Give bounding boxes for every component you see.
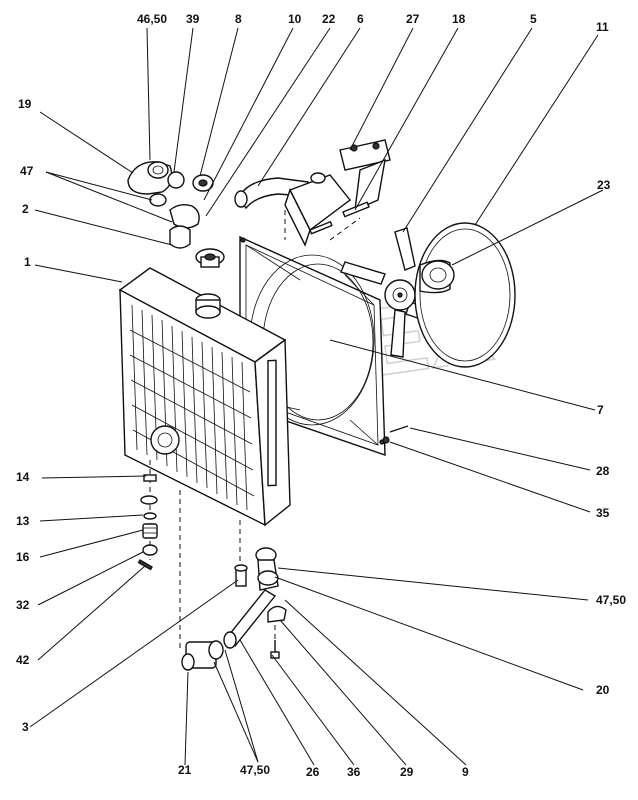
callout-13: 13	[16, 514, 30, 528]
callout-3: 3	[22, 720, 29, 734]
drain-tap-group	[137, 460, 158, 571]
callout-14: 14	[16, 470, 30, 484]
callout-46-50: 46,50	[137, 12, 167, 26]
callout-10: 10	[288, 12, 302, 26]
callout-2: 2	[22, 202, 29, 216]
callout-6: 6	[357, 12, 364, 26]
radiator	[118, 267, 291, 527]
expansion-tank-assembly	[284, 139, 391, 247]
callout-8: 8	[235, 12, 242, 26]
callout-1: 1	[24, 255, 31, 269]
callout-39: 39	[186, 12, 200, 26]
callout-7: 7	[597, 403, 604, 417]
pulley-and-belt	[414, 222, 516, 368]
callout-21: 21	[178, 763, 192, 777]
callout-16: 16	[16, 550, 30, 564]
callout-20: 20	[596, 683, 610, 697]
leader-lines	[29, 27, 604, 766]
callout-28: 28	[596, 464, 610, 478]
callout-47-50-right: 47,50	[596, 593, 626, 607]
callout-22: 22	[322, 12, 336, 26]
callout-23: 23	[597, 178, 611, 192]
callout-32: 32	[16, 598, 30, 612]
callout-5: 5	[530, 12, 537, 26]
callout-47: 47	[20, 164, 34, 178]
callout-11: 11	[596, 20, 609, 34]
fan-hardware	[382, 425, 409, 444]
callout-labels: 46,50 39 8 10 22 6 27 18 5 11 19 47 2 23…	[16, 12, 626, 779]
callout-27: 27	[406, 12, 420, 26]
callout-26: 26	[306, 765, 320, 779]
callout-29: 29	[400, 765, 414, 779]
callout-47-50-bottom: 47,50	[240, 763, 270, 777]
upper-hose-assembly	[127, 161, 309, 249]
callout-9: 9	[462, 765, 469, 779]
callout-42: 42	[16, 653, 30, 667]
callout-18: 18	[452, 12, 466, 26]
radiator-cap	[195, 248, 225, 268]
lower-pipe-group	[179, 490, 287, 671]
callout-19: 19	[18, 97, 32, 111]
callout-36: 36	[347, 765, 361, 779]
callout-35: 35	[596, 506, 610, 520]
